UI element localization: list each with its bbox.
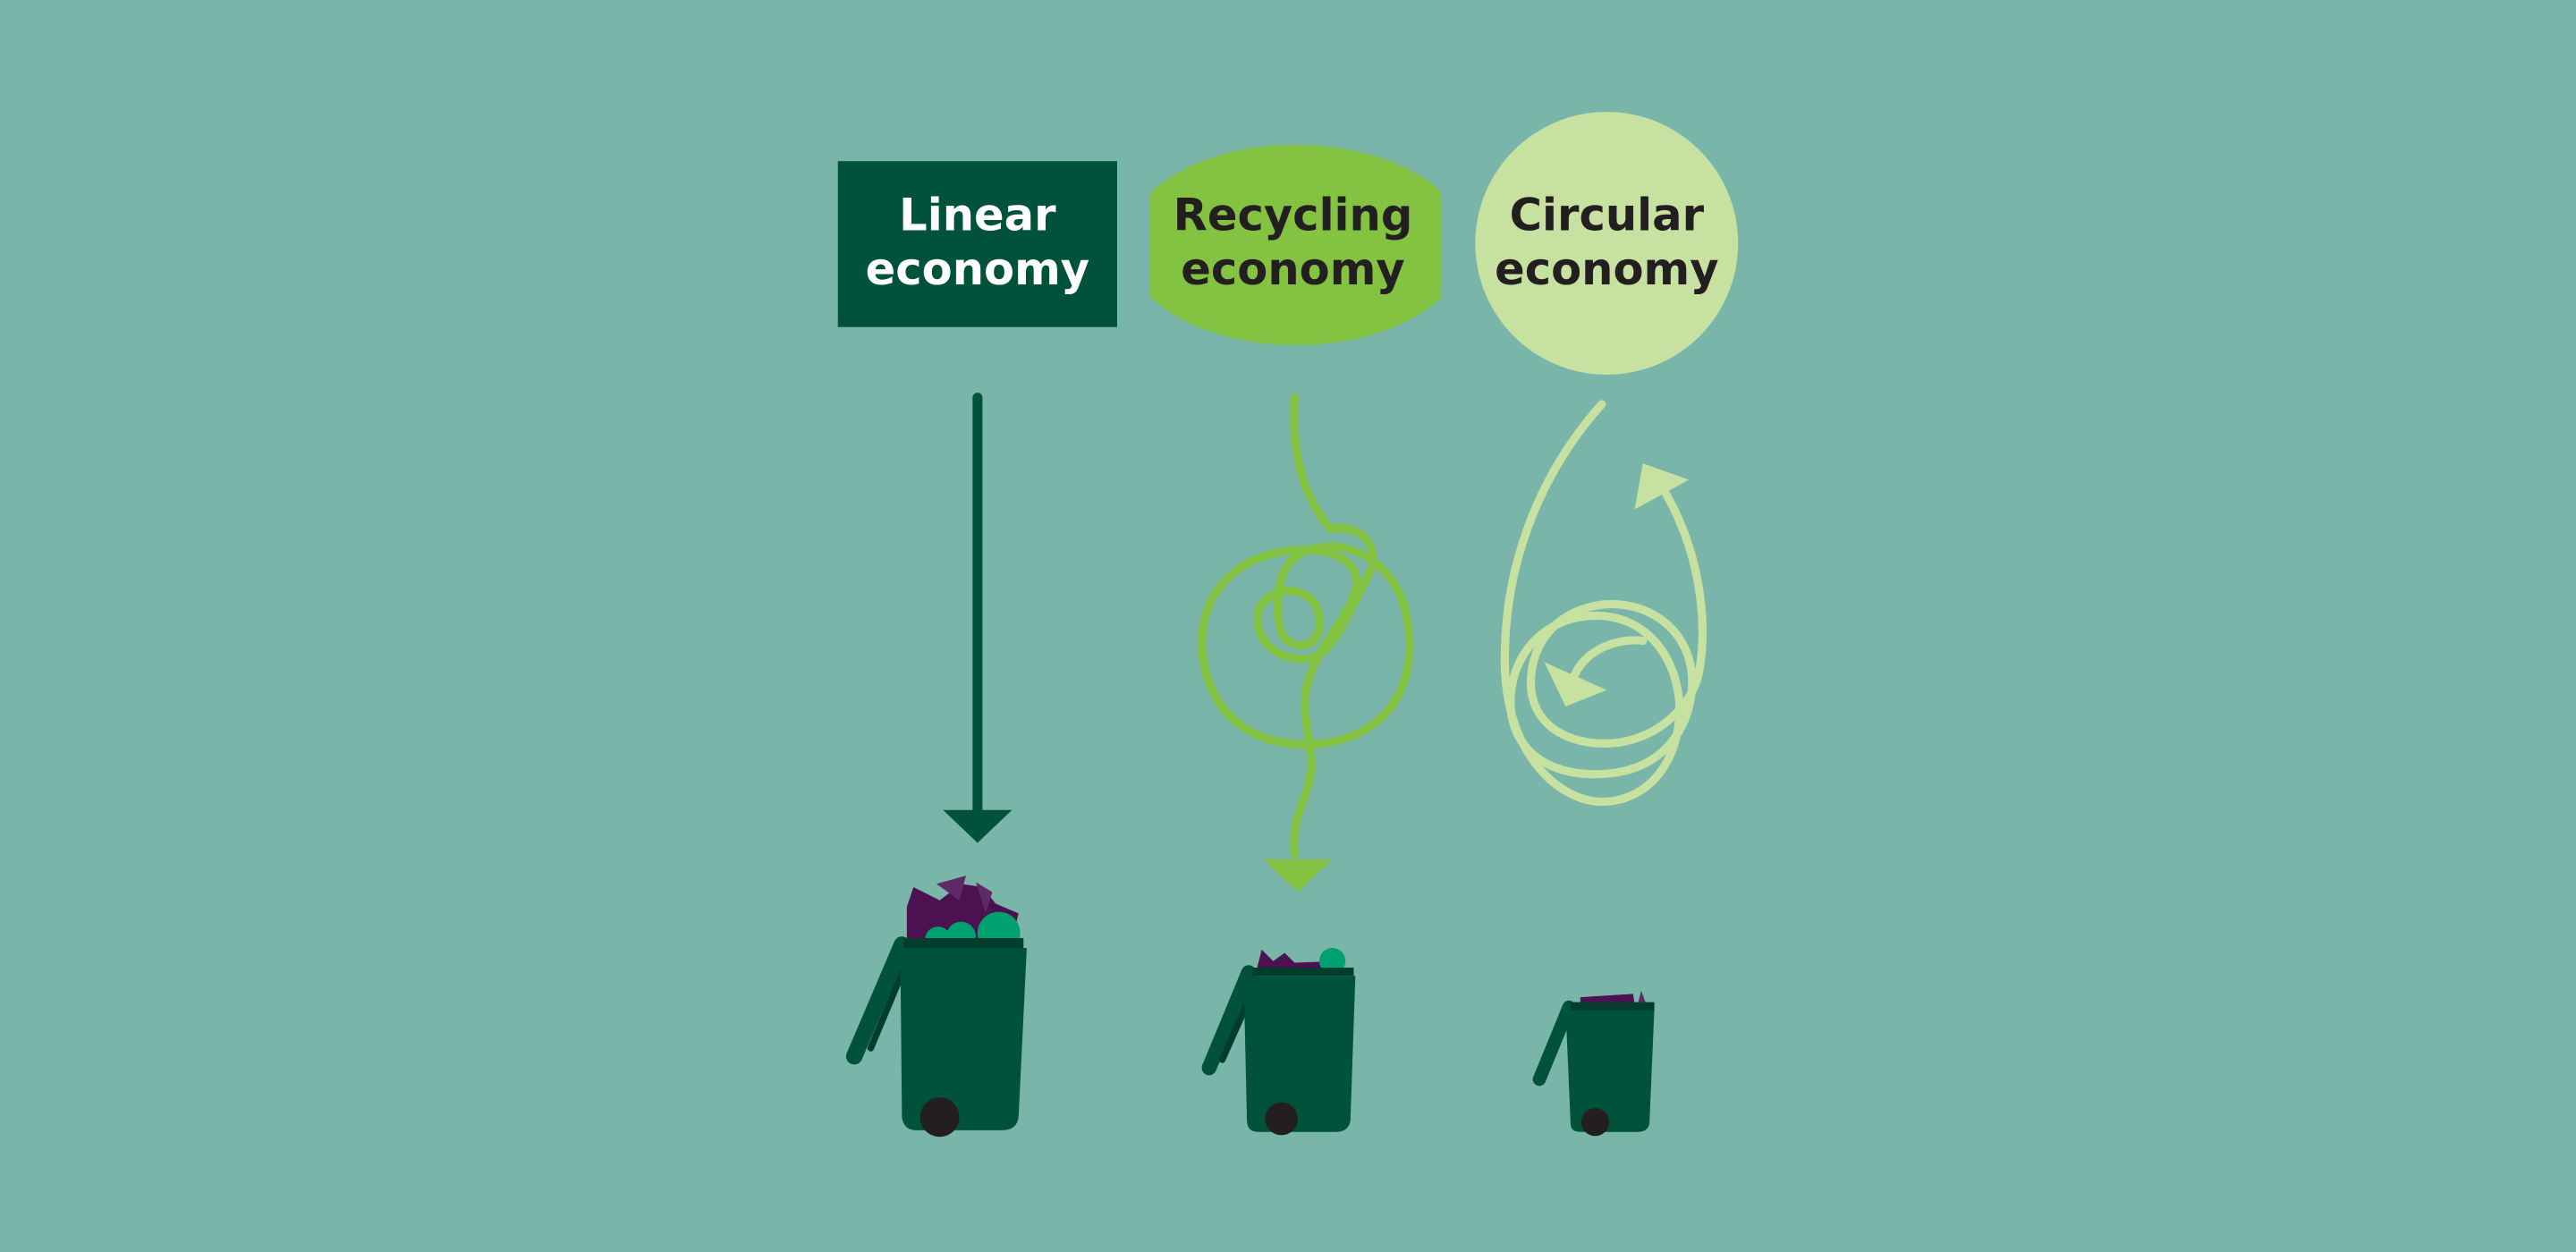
circular-loop-arrow (1500, 400, 1707, 807)
linear-economy-label-box: Linear economy (837, 161, 1117, 327)
circular-economy-label-circle: Circular economy (1475, 112, 1739, 375)
recycling-title-line1: Recycling (1174, 189, 1413, 241)
circular-title-line2: economy (1495, 243, 1718, 295)
full-bin-icon (845, 876, 1027, 1138)
circular-title-line1: Circular (1510, 189, 1705, 241)
arrowhead-icon (943, 809, 1013, 843)
recycling-tangled-arrow (1198, 393, 1414, 892)
arrowhead-icon (1544, 662, 1607, 706)
arrowhead-icon (1634, 463, 1690, 510)
linear-title-line2: economy (866, 243, 1089, 295)
linear-arrow (943, 393, 1013, 843)
nearly-empty-bin-icon (1532, 990, 1655, 1137)
recycling-title-line2: economy (1181, 243, 1404, 295)
arrowhead-icon (1263, 859, 1333, 892)
half-full-bin-icon (1201, 948, 1356, 1136)
linear-title-line1: Linear (899, 189, 1056, 241)
recycling-economy-label-shape: Recycling economy (1149, 144, 1441, 345)
